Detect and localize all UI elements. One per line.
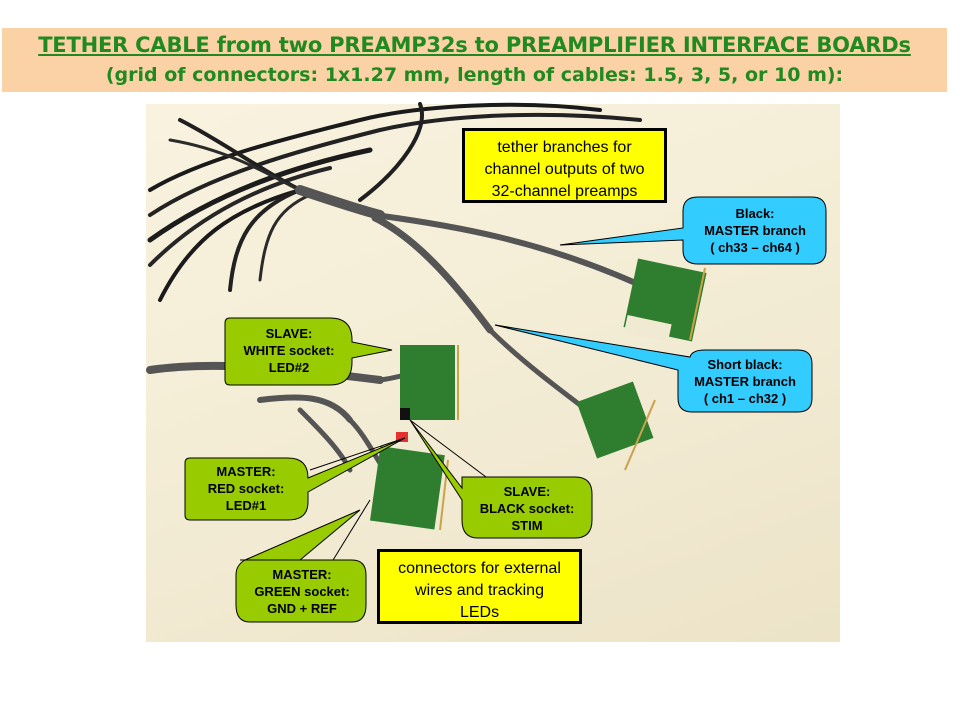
connectors-external-line-1: connectors for external	[398, 560, 561, 577]
connectors-external-line-3: LEDs	[459, 604, 500, 621]
connectors-external-line-2: wires and tracking	[415, 582, 544, 599]
tether-branches-line-1: tether branches for	[497, 139, 632, 156]
connectors-external-box: connectors for external wires and tracki…	[377, 549, 582, 624]
pcb-boards	[370, 258, 707, 530]
master-red-line-3: LED#1	[225, 498, 267, 513]
slave-black-line-2: BLACK socket:	[479, 501, 575, 516]
cyan-callouts	[494, 196, 827, 413]
master-red-line-2: RED socket:	[207, 481, 285, 496]
master-green-callout: MASTER: GREEN socket: GND + REF	[240, 566, 364, 617]
short-black-master-callout: Short black: MASTER branch ( ch1 – ch32 …	[680, 356, 810, 407]
tether-branches-line-2: channel outputs of two	[484, 161, 645, 178]
slave-white-callout: SLAVE: WHITE socket: LED#2	[228, 325, 350, 376]
black-master-callout: Black: MASTER branch ( ch33 – ch64 )	[690, 205, 820, 256]
black-master-line-1: Black:	[735, 206, 775, 221]
page-title: TETHER CABLE from two PREAMP32s to PREAM…	[38, 33, 911, 57]
slave-black-line-3: STIM	[511, 518, 543, 533]
short-black-master-line-3: ( ch1 – ch32 )	[703, 391, 787, 406]
master-green-line-1: MASTER:	[272, 567, 332, 582]
tether-branches-box: tether branches for channel outputs of t…	[462, 128, 667, 203]
title-banner: TETHER CABLE from two PREAMP32s to PREAM…	[2, 28, 947, 92]
black-master-line-3: ( ch33 – ch64 )	[710, 240, 800, 255]
master-red-line-1: MASTER:	[216, 464, 276, 479]
master-green-line-3: GND + REF	[267, 601, 337, 616]
black-master-line-2: MASTER branch	[704, 223, 806, 238]
slave-white-line-2: WHITE socket:	[243, 343, 335, 358]
slave-white-line-3: LED#2	[268, 360, 310, 375]
slave-black-line-1: SLAVE:	[503, 484, 551, 499]
cable-bundle	[147, 102, 642, 302]
short-black-master-line-2: MASTER branch	[694, 374, 796, 389]
short-black-master-line-1: Short black:	[707, 357, 783, 372]
page-subtitle: (grid of connectors: 1x1.27 mm, length o…	[105, 64, 844, 86]
slave-white-line-1: SLAVE:	[265, 326, 313, 341]
green-callouts	[184, 317, 593, 623]
master-green-line-2: GREEN socket:	[254, 584, 350, 599]
slave-black-callout: SLAVE: BLACK socket: STIM	[466, 483, 588, 534]
master-red-callout: MASTER: RED socket: LED#1	[190, 463, 302, 514]
pin-rows	[439, 267, 706, 531]
tether-branches-line-3: 32-channel preamps	[491, 183, 638, 200]
